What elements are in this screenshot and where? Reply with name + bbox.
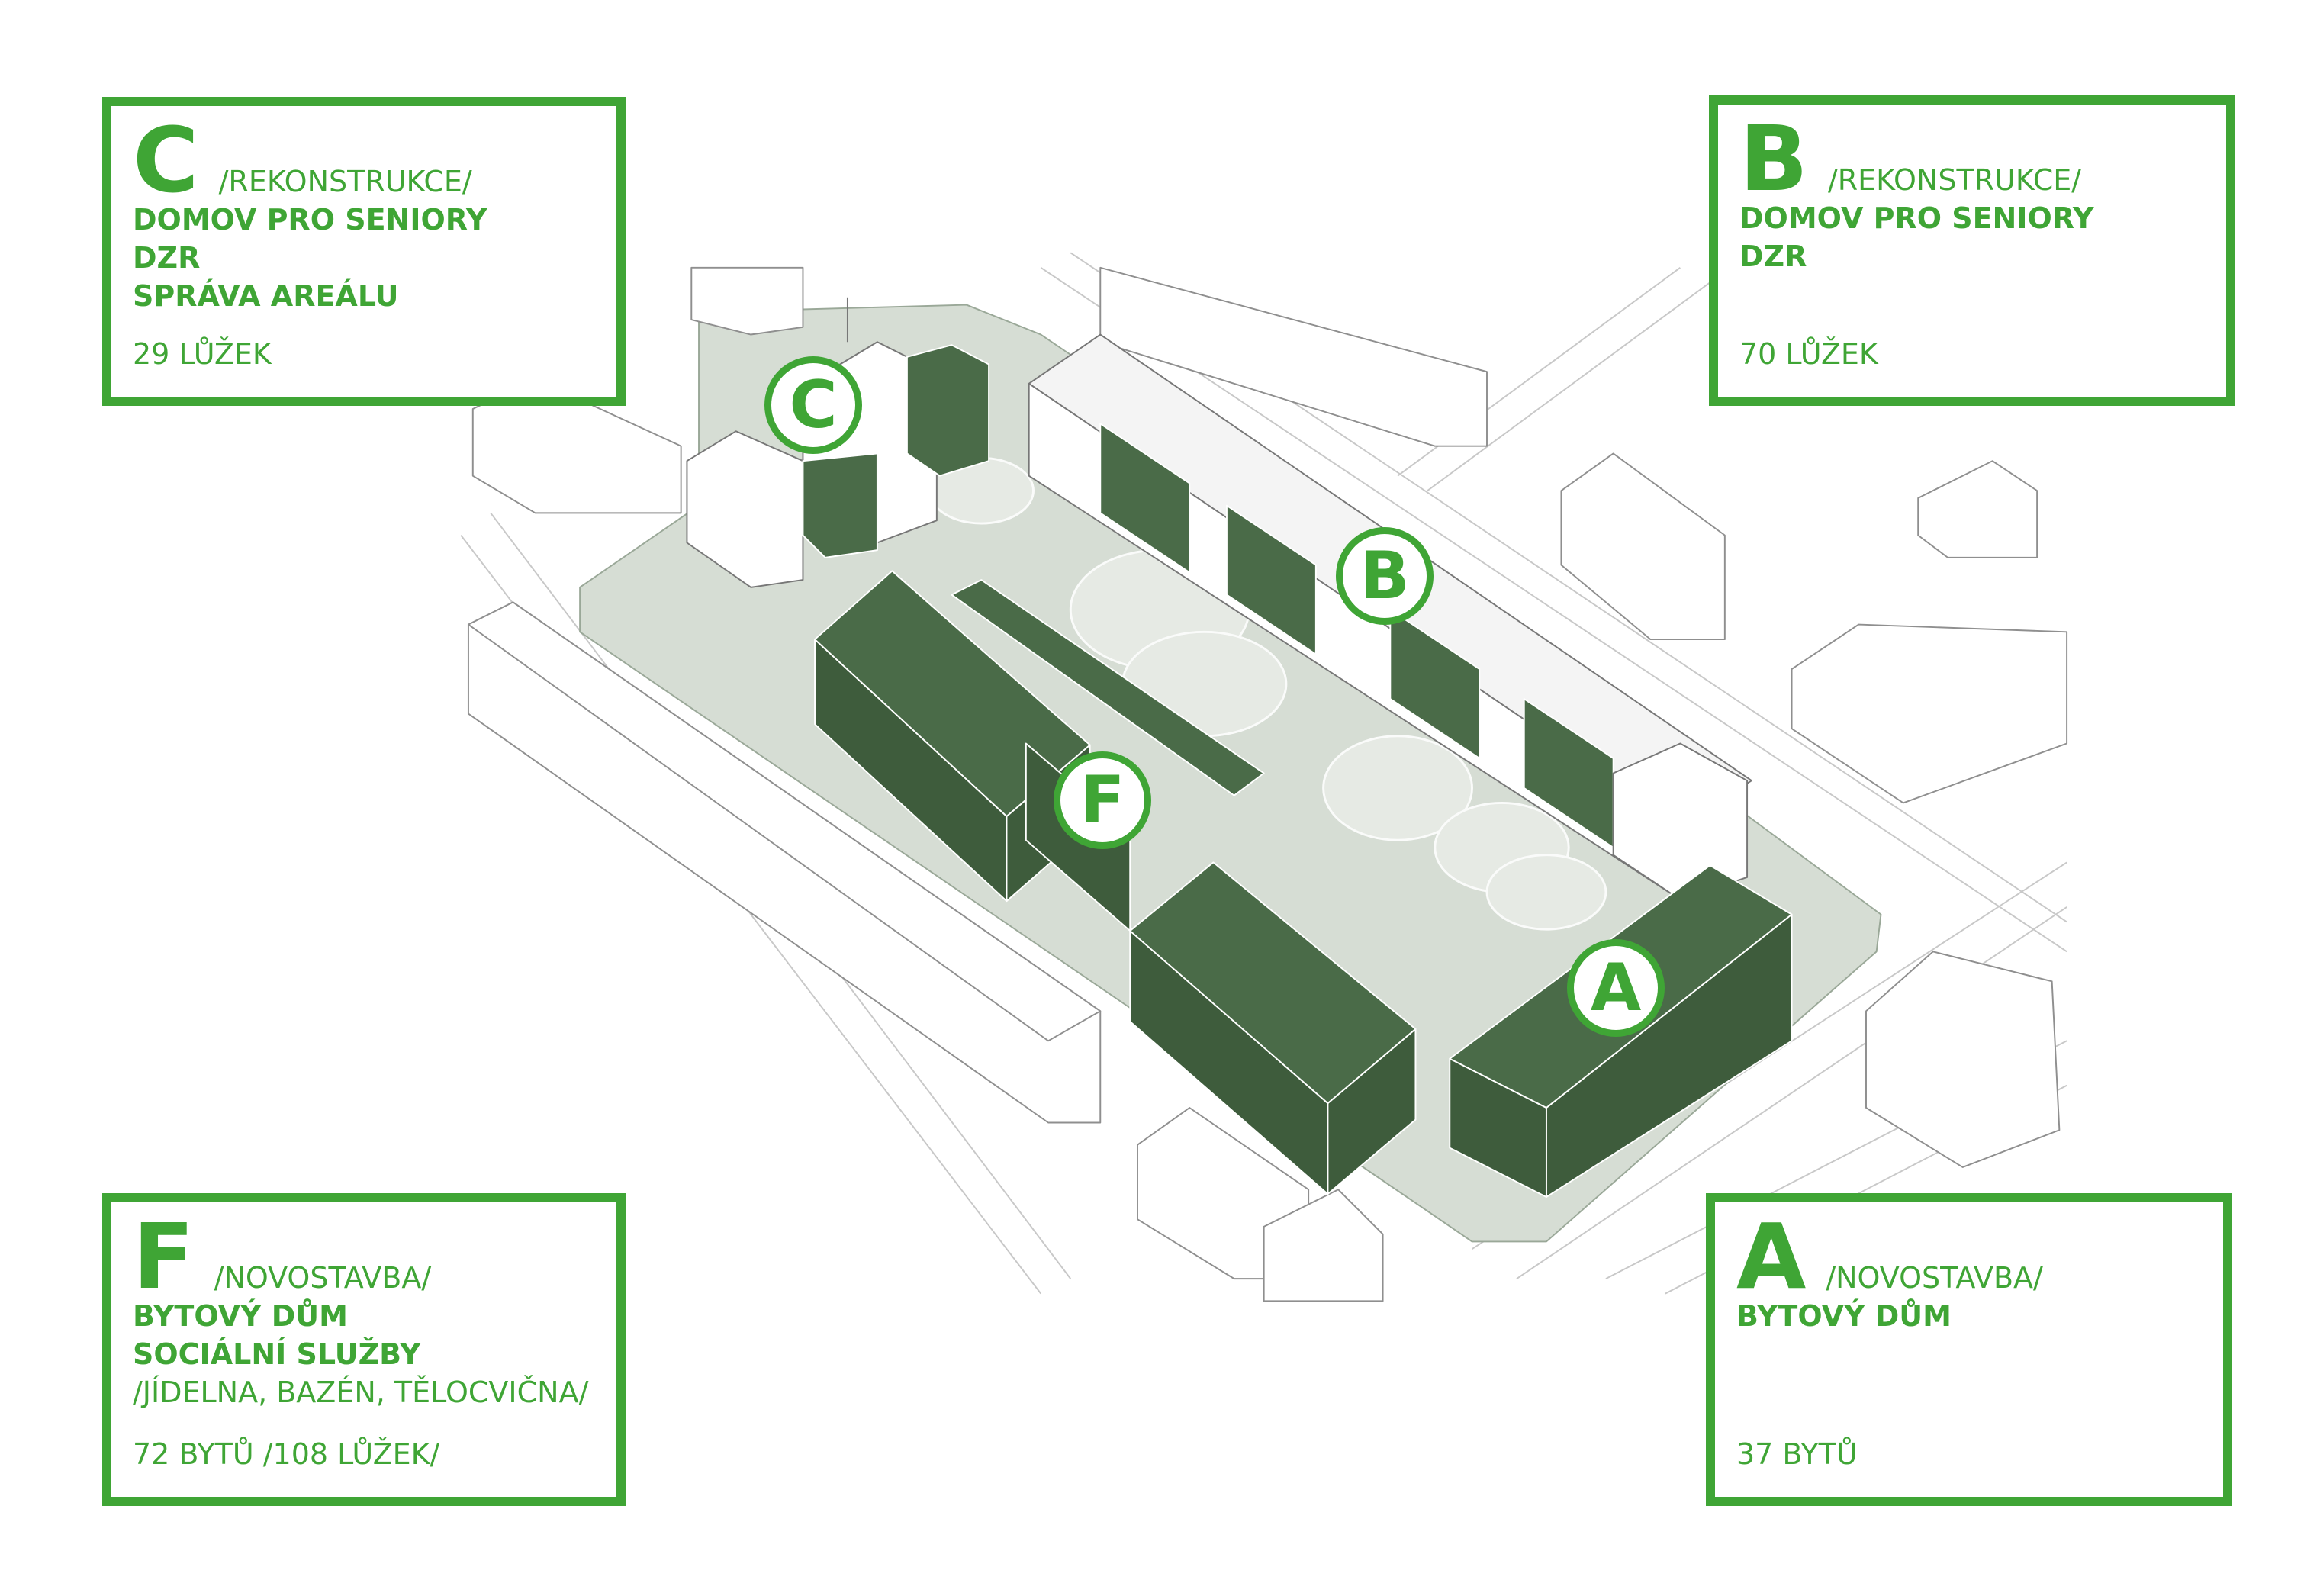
box-line: DZR bbox=[1739, 240, 1807, 274]
building-c-marker: C bbox=[764, 356, 862, 454]
building-f-marker: F bbox=[1054, 751, 1151, 849]
info-box-f: F/NOVOSTAVBA/ BYTOVÝ DŮM SOCIÁLNÍ SLUŽBY… bbox=[102, 1193, 626, 1506]
box-line: SOCIÁLNÍ SLUŽBY bbox=[133, 1337, 421, 1372]
box-type: /NOVOSTAVBA/ bbox=[214, 1261, 432, 1295]
building-a-marker: A bbox=[1567, 939, 1665, 1037]
building-f bbox=[814, 570, 1417, 1195]
box-letter: F bbox=[133, 1204, 195, 1309]
box-line: SPRÁVA AREÁLU bbox=[133, 279, 399, 314]
info-box-a: A/NOVOSTAVBA/ BYTOVÝ DŮM 37 BYTŮ bbox=[1706, 1193, 2232, 1506]
box-type: /NOVOSTAVBA/ bbox=[1826, 1261, 2043, 1295]
box-line: DZR bbox=[133, 241, 201, 275]
box-count: 37 BYTŮ bbox=[1736, 1437, 1858, 1471]
box-line: BYTOVÝ DŮM bbox=[133, 1299, 348, 1334]
context-buildings bbox=[467, 266, 2068, 1302]
box-line: DOMOV PRO SENIORY bbox=[133, 203, 487, 237]
box-letter: C bbox=[133, 108, 199, 213]
info-box-c: C/REKONSTRUKCE/ DOMOV PRO SENIORY DZR SP… bbox=[102, 97, 626, 406]
box-type: /REKONSTRUKCE/ bbox=[1827, 163, 2082, 197]
building-b-marker: B bbox=[1336, 527, 1434, 625]
info-box-b: B/REKONSTRUKCE/ DOMOV PRO SENIORY DZR 70… bbox=[1709, 95, 2235, 406]
box-line: DOMOV PRO SENIORY bbox=[1739, 201, 2094, 236]
box-subline: /JÍDELNA, BAZÉN, TĚLOCVIČNA/ bbox=[133, 1376, 589, 1410]
box-type: /REKONSTRUKCE/ bbox=[218, 165, 472, 198]
box-count: 29 LŮŽEK bbox=[133, 337, 272, 371]
box-count: 72 BYTŮ /108 LŮŽEK/ bbox=[133, 1437, 440, 1471]
box-count: 70 LŮŽEK bbox=[1739, 337, 1878, 371]
box-line: BYTOVÝ DŮM bbox=[1736, 1299, 1952, 1334]
box-letter: A bbox=[1736, 1204, 1807, 1309]
box-letter: B bbox=[1739, 106, 1808, 211]
